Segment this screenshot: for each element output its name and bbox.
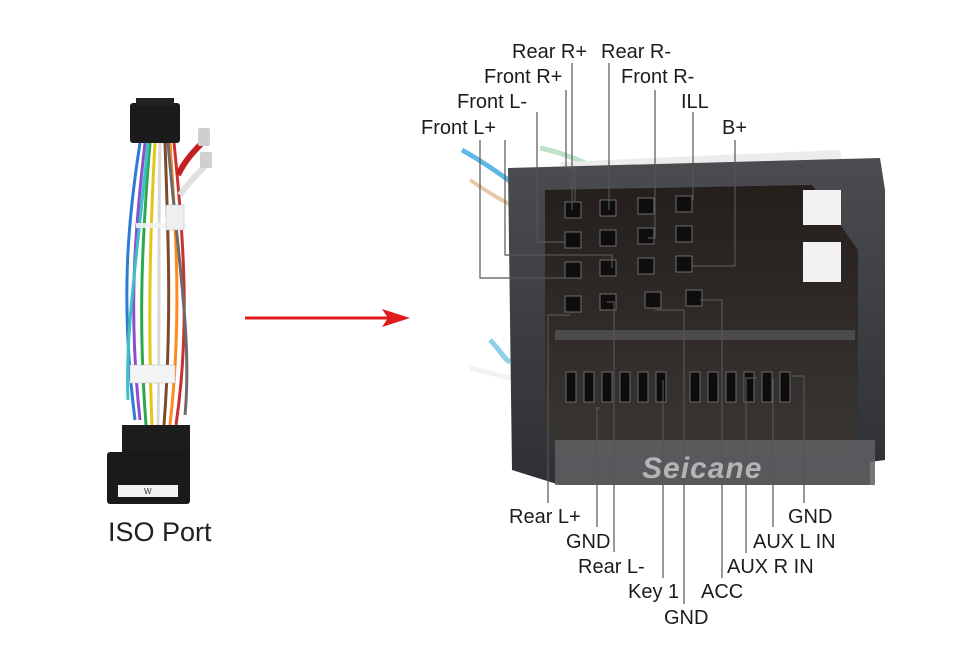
pin-label-aux-l-in: AUX L IN [753, 531, 836, 553]
harness-top-connector [130, 103, 180, 143]
pin-leader-lines [479, 63, 805, 604]
pin-label-b-plus: B+ [722, 117, 748, 139]
pin-label-front-r-minus: Front R- [621, 66, 695, 88]
connector-cavity [545, 185, 858, 455]
iso-connector-image [460, 145, 885, 485]
harness-label-text: W [144, 487, 152, 496]
pin-label-front-l-minus: Front L- [457, 91, 528, 113]
pin-label-gnd-2: GND [664, 607, 709, 629]
pin-label-rear-l-plus: Rear L+ [509, 506, 581, 528]
pin-label-front-r-plus: Front R+ [484, 66, 563, 88]
pin-label-rear-r-minus: Rear R- [601, 41, 672, 63]
pin-label-gnd-3: GND [788, 506, 833, 528]
pin-label-key-1: Key 1 [628, 581, 680, 603]
direction-arrow [245, 309, 410, 327]
lower-pin-row [565, 371, 791, 403]
upper-pin-grid [564, 195, 703, 313]
harness-lower-plugs [122, 425, 190, 455]
pin-label-rear-l-minus: Rear L- [578, 556, 645, 578]
pin-label-rear-r-plus: Rear R+ [512, 41, 588, 63]
rca-plugs [175, 128, 212, 197]
pin-label-ill: ILL [681, 91, 709, 113]
pin-label-aux-r-in: AUX R IN [727, 556, 814, 578]
iso-harness-image [107, 98, 212, 504]
pin-label-acc: ACC [701, 581, 744, 603]
seicane-watermark: Seicane [642, 452, 763, 485]
iso-port-caption: ISO Port [108, 517, 212, 547]
pin-label-front-l-plus: Front L+ [421, 117, 497, 139]
harness-wire-bundle [125, 142, 189, 426]
pin-label-gnd-1: GND [566, 531, 611, 553]
